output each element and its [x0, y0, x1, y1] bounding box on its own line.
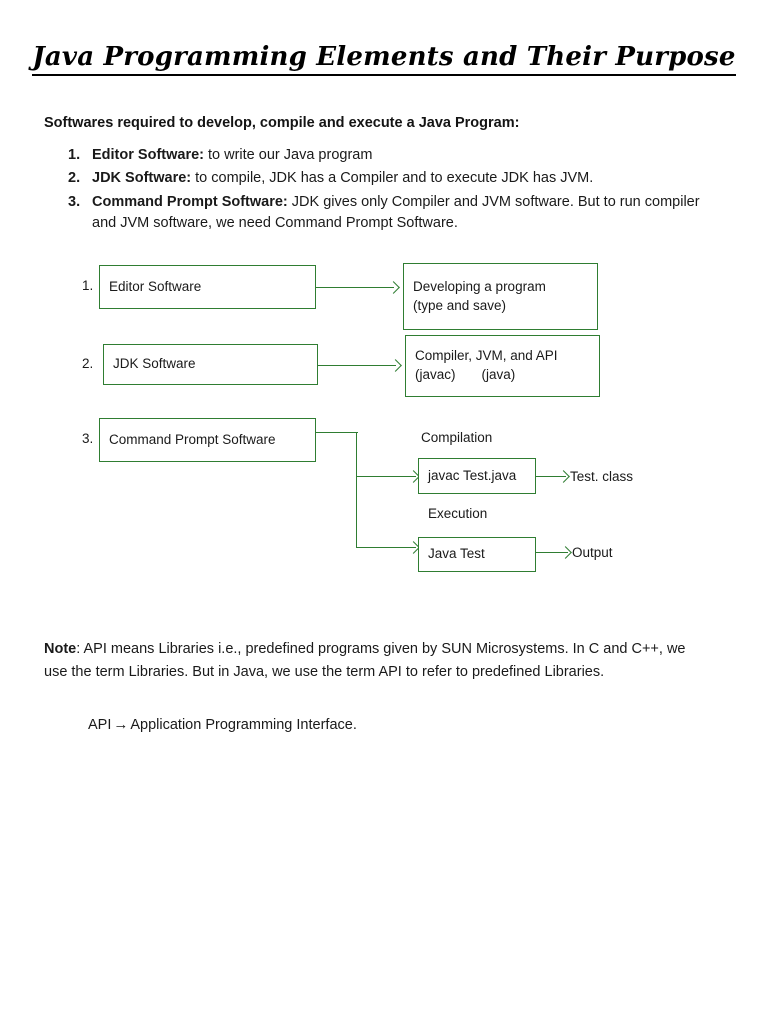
diagram-label-execution: Execution [428, 506, 488, 521]
diagram-box-java: (java) [481, 367, 516, 382]
api-definition-line: API→Application Programming Interface. [88, 716, 357, 733]
diagram-box-label: Command Prompt Software [109, 431, 276, 447]
note-label: Note [44, 641, 77, 657]
diagram-branch-execution [356, 547, 416, 548]
list-item-number: 3. [68, 193, 81, 210]
arrow-head-icon [559, 546, 572, 559]
diagram-box-line1: Developing a program [413, 278, 546, 294]
diagram-box-command-prompt-software: Command Prompt Software [99, 418, 316, 462]
note-body: : API means Libraries i.e., predefined p… [44, 641, 686, 681]
diagram-box-label: Java Test [428, 546, 485, 562]
requirements-list: 1. Editor Software: to write our Java pr… [44, 145, 710, 237]
diagram-row-number-3: 3. [82, 431, 94, 446]
diagram-box-jdk-software: JDK Software [103, 344, 318, 385]
diagram-box-editor-software: Editor Software [99, 265, 316, 309]
list-item: 2. JDK Software: to compile, JDK has a C… [44, 168, 710, 189]
list-item: 3. Command Prompt Software: JDK gives on… [44, 192, 710, 235]
diagram-label-compilation: Compilation [421, 430, 493, 445]
diagram-box-label: javac Test.java [428, 467, 517, 483]
diagram-trunk-horizontal [316, 432, 358, 433]
diagram-row-number-1: 1. [82, 278, 94, 293]
list-item-desc: to write our Java program [203, 147, 373, 163]
diagram-row-number-2: 2. [82, 356, 94, 371]
page-title: Java Programming Elements and Their Purp… [0, 42, 768, 76]
diagram-box-compiler-jvm-api: Compiler, JVM, and API (javac) (java) [405, 335, 600, 397]
diagram-trunk-vertical [356, 432, 357, 548]
arrow-head-icon [557, 470, 570, 483]
list-item: 1. Editor Software: to write our Java pr… [44, 145, 710, 166]
list-item-term: Command Prompt Software: [92, 193, 288, 210]
diagram-box-line2: (javac) (java) [415, 366, 590, 385]
list-item-number: 2. [68, 170, 81, 187]
list-item-term: Editor Software: [92, 147, 204, 163]
workflow-diagram: 1. Editor Software Developing a program … [0, 250, 768, 600]
diagram-connector-execution-output [536, 552, 568, 553]
diagram-box-label: JDK Software [113, 356, 196, 372]
diagram-connector-1 [316, 287, 394, 288]
diagram-box-developing-program: Developing a program (type and save) [403, 263, 598, 330]
diagram-box-label: Editor Software [109, 278, 202, 294]
list-item-number: 1. [68, 147, 81, 163]
diagram-connector-2 [318, 365, 396, 366]
diagram-box-line1: Compiler, JVM, and API [415, 348, 558, 364]
api-term: API [88, 717, 112, 733]
diagram-box-javac: (javac) [415, 367, 456, 382]
arrow-head-icon [389, 359, 402, 372]
list-item-desc: to compile, JDK has a Compiler and to ex… [191, 170, 594, 187]
intro-heading: Softwares required to develop, compile a… [44, 115, 520, 131]
diagram-box-java-test: Java Test [418, 537, 536, 572]
diagram-box-javac-test: javac Test.java [418, 458, 536, 494]
diagram-output-test-class: Test. class [570, 469, 634, 484]
diagram-output-output: Output [572, 545, 613, 560]
page-title-text: Java Programming Elements and Their Purp… [32, 42, 736, 76]
list-item-term: JDK Software: [92, 170, 192, 187]
diagram-box-line2: (type and save) [413, 297, 507, 313]
diagram-branch-compilation [356, 476, 416, 477]
arrow-head-icon [387, 281, 400, 294]
api-expansion: Application Programming Interface. [130, 717, 357, 733]
list-item-desc: JDK gives only Compiler and JVM software… [92, 193, 700, 232]
note-paragraph: Note: API means Libraries i.e., predefin… [44, 638, 706, 685]
right-arrow-icon: → [113, 716, 129, 733]
diagram-connector-compilation-output [536, 476, 566, 477]
